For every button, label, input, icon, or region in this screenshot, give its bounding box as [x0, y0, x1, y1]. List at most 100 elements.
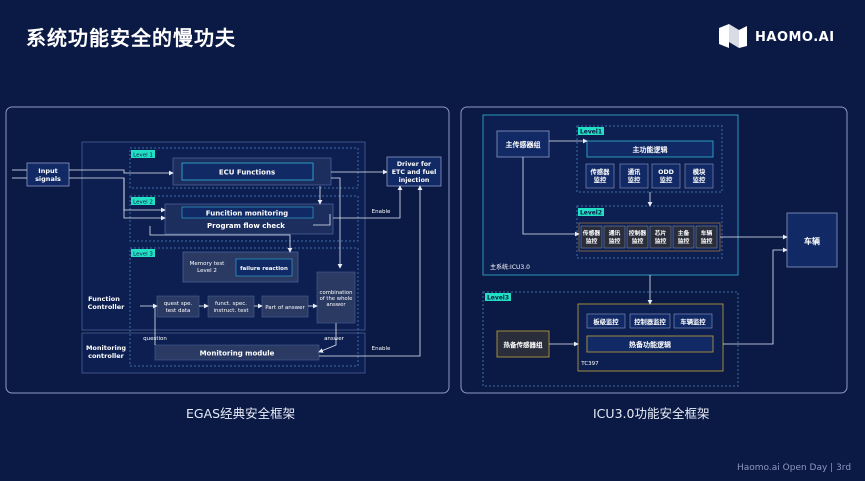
failure-reaction-box [235, 258, 293, 277]
haomo-logo [719, 24, 747, 48]
brand-name: HAOMO.AI [755, 30, 835, 45]
left-level1-text: Level 1 [133, 153, 153, 159]
level3-monitor-text: 控制器监控 [634, 317, 666, 326]
level1-monitor-box [585, 163, 615, 189]
combination-line2: of the whole [320, 296, 353, 302]
monitoring-module-label: Monitoring module [200, 350, 275, 358]
backup-sensor-label: 热备传感器组 [504, 340, 544, 349]
part-of-answer-label: Part of answer [265, 305, 305, 311]
page-title: 系统功能安全的慢功夫 [26, 26, 236, 50]
left-level3-text: Level 3 [133, 252, 153, 258]
backup-logic-label: 热备功能逻辑 [629, 340, 671, 349]
funct-spec-line2: instruct. test [213, 308, 249, 314]
right-level3-tag [485, 293, 511, 301]
level1-monitor-text: 监控 [594, 175, 607, 184]
level3-monitor-text: 板级监控 [593, 317, 619, 326]
level2-monitor-text: 监控 [586, 237, 598, 245]
left-level2-text: Level 2 [133, 200, 153, 206]
right-panel [460, 106, 848, 394]
level3-monitor-box [586, 313, 626, 329]
level2-monitor-text: 主备 [678, 229, 690, 237]
monitoring-controller-line1: Monitoring [86, 344, 126, 352]
level2-monitor-text: 监控 [632, 237, 644, 245]
function-monitoring-box [181, 206, 314, 219]
main-logic-box [586, 140, 714, 158]
level1-monitor-text: 传感器 [590, 167, 611, 176]
program-flow-check-label: Program flow check [207, 222, 285, 230]
main-logic-label: 主功能逻辑 [633, 145, 668, 154]
left-connectors [12, 169, 423, 357]
answer-label: answer [324, 336, 345, 342]
right-caption: ICU3.0功能安全框架 [593, 406, 710, 421]
enable-bottom-label: Enable [372, 346, 391, 352]
main-sensor-label: 主传感器组 [506, 140, 541, 149]
level2-monitor-text: 监控 [701, 237, 713, 245]
level2-monitor-text: 监控 [655, 237, 667, 245]
level1-monitor-box [684, 163, 714, 189]
enable-top-label: Enable [372, 209, 391, 215]
left-level3-tag [131, 249, 155, 257]
level2-monitor-box [626, 225, 649, 249]
right-level1-text: Level1 [580, 129, 602, 136]
function-monitoring-label: Funcition monitoring [206, 210, 288, 218]
vehicle-box [786, 212, 838, 268]
level1-monitor-text: 通讯 [628, 167, 641, 176]
ecu-functions-label: ECU Functions [219, 169, 275, 177]
function-controller-line1: Function [88, 295, 120, 303]
funct-spec-line1: funct. spec. [215, 301, 247, 307]
level2-monitor-text: 通讯 [609, 229, 621, 237]
level3-region [129, 247, 359, 367]
driver-line3: injection [399, 177, 430, 184]
driver-line1: Driver for [397, 161, 432, 168]
tc397-label: TC397 [580, 361, 599, 367]
right-level2-text: Level2 [580, 210, 602, 217]
logo-mark-icon [719, 24, 747, 48]
level2-monitor-text: 监控 [678, 237, 690, 245]
memory-test-line1: Memory test [190, 261, 226, 267]
input-signals-box [26, 162, 70, 187]
level1-monitor-text: 监控 [660, 175, 673, 184]
footer-text: Haomo.ai Open Day | 3rd [737, 463, 852, 473]
level3-monitor-box [673, 313, 713, 329]
combination-line3: answer [326, 302, 346, 308]
input-signals-line2: signals [35, 175, 61, 183]
level2-monitor-box [672, 225, 695, 249]
right-level2-tag [578, 208, 604, 216]
monitoring-controller-line2: controller [88, 352, 125, 360]
level2-monitor-text: 芯片 [655, 229, 667, 237]
level2-region [129, 195, 359, 242]
quest-test-line2: test data [166, 308, 191, 314]
level2-monitor-text: 传感器 [582, 229, 601, 237]
main-system-label: 主系统:ICU3.0 [490, 263, 530, 271]
left-level1-tag [131, 150, 155, 158]
memory-test-line2: Level 2 [197, 268, 217, 274]
level2-monitor-box [695, 225, 718, 249]
right-level3-text: Level3 [487, 295, 509, 302]
failure-reaction-label: failure reaction [240, 266, 288, 272]
level2-monitor-text: 监控 [609, 237, 621, 245]
level1-monitor-text: 监控 [693, 175, 706, 184]
main-sensor-box [496, 130, 550, 158]
level2-monitor-box [603, 225, 626, 249]
level1-monitor-box [619, 163, 649, 189]
level2-monitor-text: 车辆 [701, 229, 713, 237]
level1-monitor-text: 监控 [628, 175, 641, 184]
driver-box [386, 156, 442, 187]
combination-line1: combination [320, 290, 353, 296]
driver-line2: ETC and fuel [392, 169, 437, 176]
right-level1-region [576, 125, 723, 193]
right-connectors [522, 138, 788, 347]
level1-monitor-text: 模块 [693, 167, 706, 176]
level3-monitors: 板级监控 控制器监控 车辆监控 [586, 313, 713, 329]
left-caption: EGAS经典安全框架 [186, 406, 296, 421]
level3-monitor-text: 车辆监控 [680, 317, 706, 326]
backup-logic-box [586, 335, 714, 353]
left-level2-tag [131, 197, 155, 205]
level1-region [129, 147, 359, 189]
right-level3-region [482, 291, 739, 387]
quest-test-line1: quest spe. [164, 301, 193, 307]
right-level1-tag [578, 127, 604, 135]
